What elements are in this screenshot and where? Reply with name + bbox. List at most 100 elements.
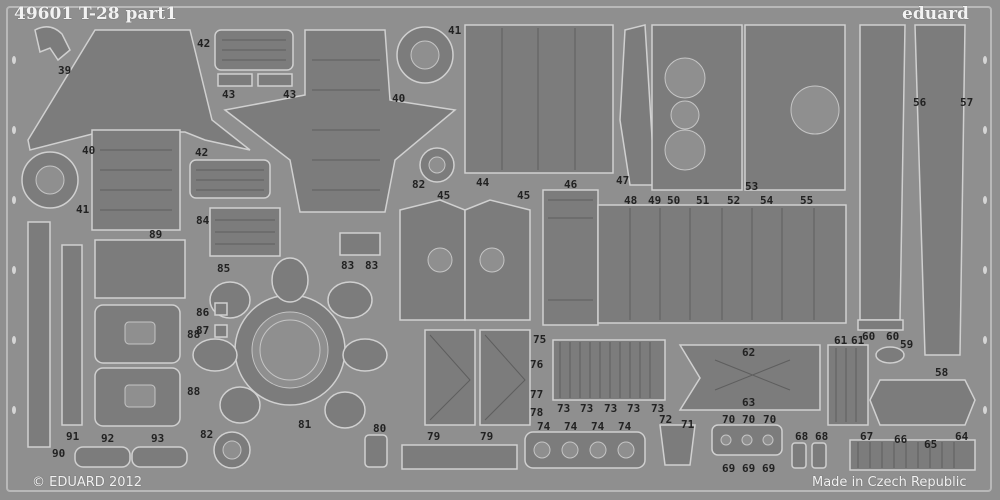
part-number-label: 61 bbox=[851, 334, 865, 347]
part-number-label: 80 bbox=[373, 422, 387, 435]
part-number-label: 79 bbox=[480, 430, 494, 443]
part-number-label: 75 bbox=[533, 333, 547, 346]
part-number-label: 66 bbox=[894, 433, 908, 446]
part-number-label: 43 bbox=[222, 88, 236, 101]
part-40-center-left bbox=[91, 129, 181, 231]
part-56 bbox=[859, 24, 906, 321]
part-81-radiator bbox=[192, 257, 388, 429]
part-number-label: 42 bbox=[197, 37, 211, 50]
part-number-label: 90 bbox=[52, 447, 66, 460]
part-number-label: 60 bbox=[862, 330, 876, 343]
part-number-label: 69 bbox=[762, 462, 776, 475]
part-number-label: 73 bbox=[651, 402, 665, 415]
part-number-label: 83 bbox=[365, 259, 379, 272]
part-number-label: 41 bbox=[76, 203, 90, 216]
part-number-label: 68 bbox=[795, 430, 809, 443]
part-number-label: 55 bbox=[800, 194, 814, 207]
part-number-label: 40 bbox=[392, 92, 406, 105]
part-number-label: 77 bbox=[530, 388, 544, 401]
part-number-label: 52 bbox=[727, 194, 741, 207]
part-number-label: 40 bbox=[82, 144, 96, 157]
part-number-label: 74 bbox=[564, 420, 578, 433]
part-44-panel bbox=[464, 24, 614, 174]
part-40-panel-left bbox=[27, 29, 251, 151]
part-number-label: 70 bbox=[742, 413, 756, 426]
part-number-label: 49 bbox=[648, 194, 662, 207]
part-number-label: 45 bbox=[517, 189, 531, 202]
fret-title: 49601 T-28 part1 bbox=[14, 4, 178, 24]
left-sprue-dots bbox=[12, 56, 987, 414]
part-74-group bbox=[524, 431, 646, 469]
part-39 bbox=[34, 26, 71, 62]
part-79 bbox=[401, 444, 518, 470]
part-number-label: 79 bbox=[427, 430, 441, 443]
part-number-label: 69 bbox=[722, 462, 736, 475]
part-46 bbox=[542, 189, 599, 326]
part-number-label: 50 bbox=[667, 194, 681, 207]
part-number-label: 87 bbox=[196, 324, 210, 337]
part-86 bbox=[214, 302, 228, 316]
part-number-label: 63 bbox=[742, 396, 756, 409]
part-number-label: 70 bbox=[722, 413, 736, 426]
part-number-label: 46 bbox=[564, 178, 578, 191]
part-number-label: 88 bbox=[187, 328, 201, 341]
part-58 bbox=[869, 379, 976, 426]
part-68-a bbox=[791, 442, 807, 469]
part-59 bbox=[875, 346, 905, 364]
part-number-label: 64 bbox=[955, 430, 969, 443]
part-number-label: 76 bbox=[530, 358, 544, 371]
part-number-label: 73 bbox=[580, 402, 594, 415]
part-47 bbox=[619, 24, 656, 186]
part-number-label: 91 bbox=[66, 430, 80, 443]
part-number-label: 92 bbox=[101, 432, 115, 445]
part-number-label: 83 bbox=[341, 259, 355, 272]
part-number-label: 47 bbox=[616, 174, 630, 187]
part-number-label: 41 bbox=[448, 24, 462, 37]
part-92 bbox=[74, 446, 131, 468]
part-number-label: 56 bbox=[913, 96, 927, 109]
part-number-label: 67 bbox=[860, 430, 874, 443]
part-number-label: 44 bbox=[476, 176, 490, 189]
part-number-label: 89 bbox=[149, 228, 163, 241]
part-90 bbox=[27, 221, 51, 448]
part-80 bbox=[364, 434, 388, 468]
part-68-b bbox=[811, 442, 827, 469]
part-number-label: 74 bbox=[591, 420, 605, 433]
part-number-label: 71 bbox=[681, 418, 695, 431]
part-91 bbox=[61, 244, 83, 426]
origin-text: Made in Czech Republic bbox=[812, 475, 967, 490]
part-75-78 bbox=[424, 329, 531, 426]
part-number-label: 82 bbox=[200, 428, 214, 441]
part-83 bbox=[339, 232, 381, 256]
part-number-label: 61 bbox=[834, 334, 848, 347]
part-number-label: 59 bbox=[900, 338, 914, 351]
part-number-label: 51 bbox=[696, 194, 710, 207]
part-number-label: 70 bbox=[763, 413, 777, 426]
part-87 bbox=[214, 324, 228, 338]
part-73-comb bbox=[552, 339, 666, 401]
part-71-72 bbox=[659, 424, 696, 466]
part-number-label: 93 bbox=[151, 432, 165, 445]
part-69-70-group bbox=[711, 424, 783, 456]
part-64-67-strip bbox=[849, 439, 976, 471]
part-number-label: 86 bbox=[196, 306, 210, 319]
part-43-a bbox=[217, 73, 253, 87]
part-number-label: 73 bbox=[604, 402, 618, 415]
copyright-text: © EDUARD 2012 bbox=[32, 475, 143, 490]
part-number-label: 43 bbox=[283, 88, 297, 101]
part-number-label: 72 bbox=[659, 413, 673, 426]
part-number-label: 39 bbox=[58, 64, 72, 77]
part-number-label: 60 bbox=[886, 330, 900, 343]
part-number-label: 68 bbox=[815, 430, 829, 443]
part-number-label: 45 bbox=[437, 189, 451, 202]
part-93 bbox=[131, 446, 188, 468]
part-number-label: 65 bbox=[924, 438, 938, 451]
part-number-label: 69 bbox=[742, 462, 756, 475]
part-number-label: 58 bbox=[935, 366, 949, 379]
part-number-label: 74 bbox=[537, 420, 551, 433]
part-number-label: 73 bbox=[627, 402, 641, 415]
part-number-label: 57 bbox=[960, 96, 974, 109]
part-60 bbox=[857, 319, 904, 331]
